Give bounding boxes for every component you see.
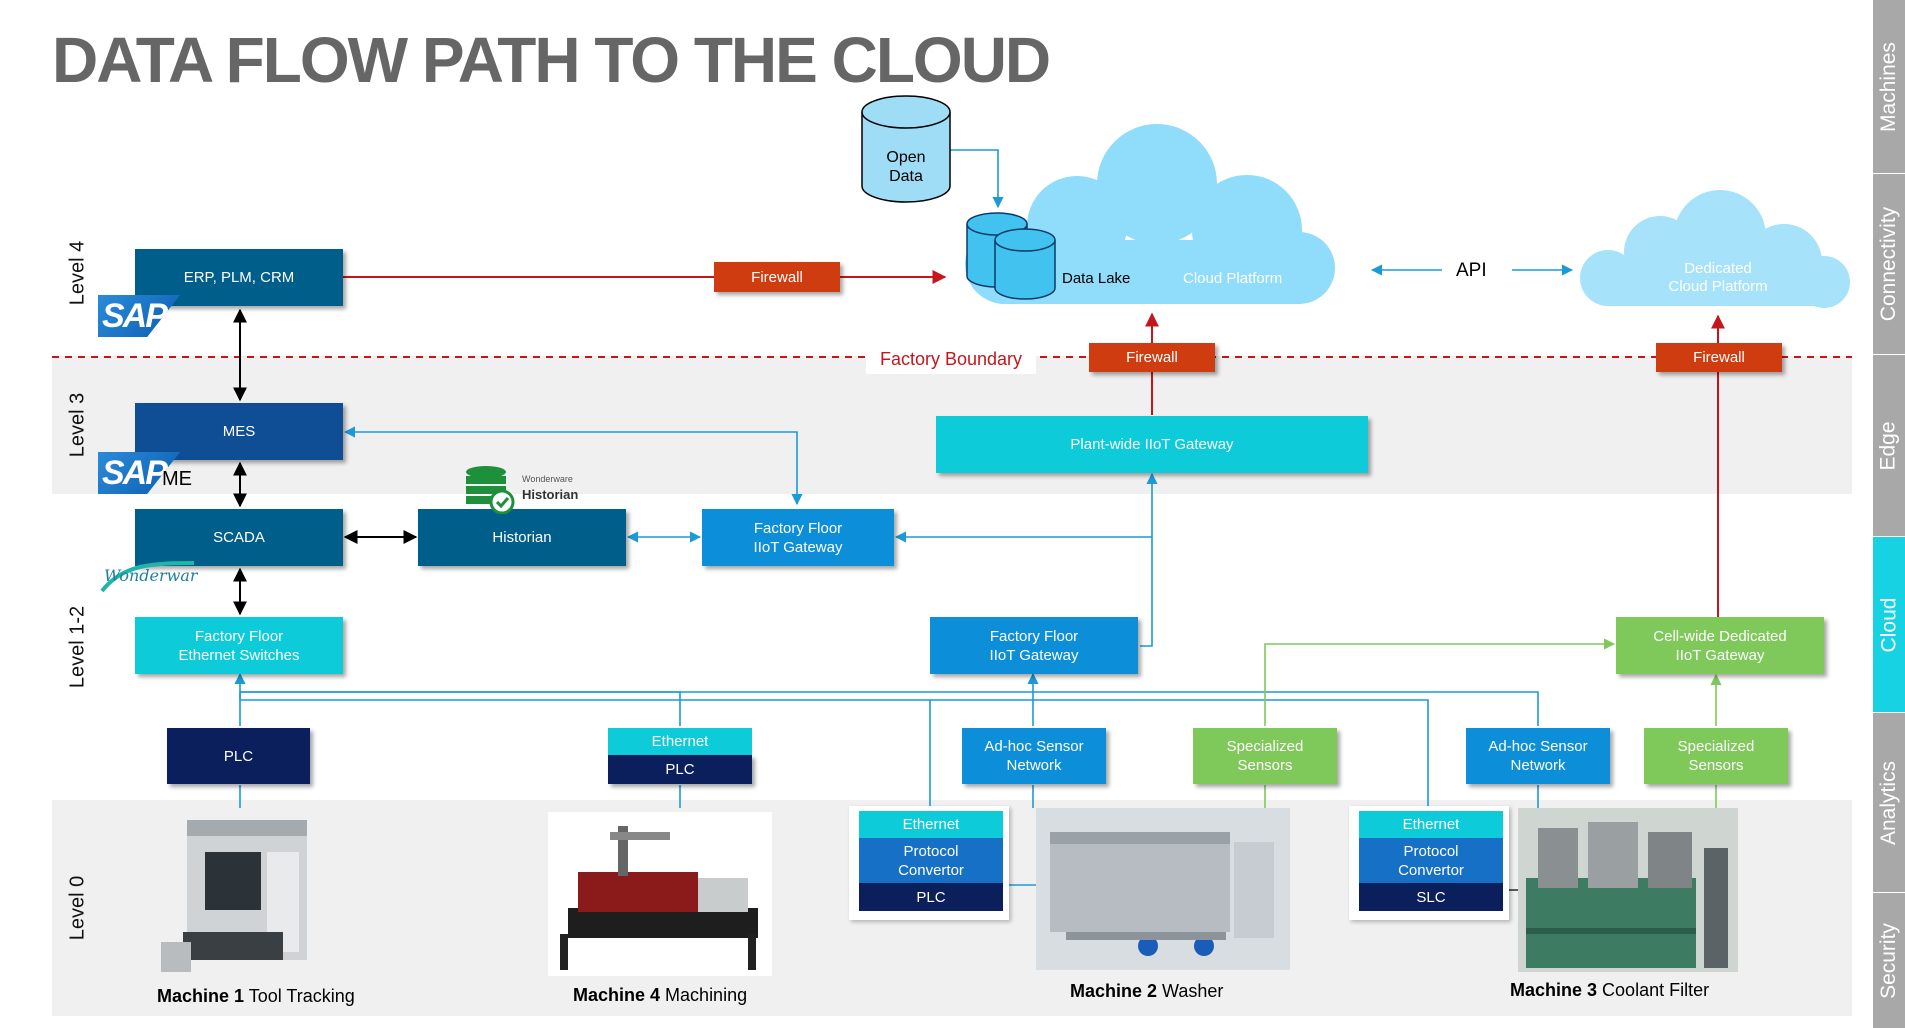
machine1-desc: Tool Tracking [248,986,355,1006]
historian-product-label: Historian [522,487,579,502]
machine3-image [1518,808,1738,972]
side-tab-security[interactable]: Security [1873,893,1905,1028]
factory-boundary-label: Factory Boundary [866,344,1036,374]
link-bus-m4 [240,691,681,726]
factory-floor-gateway-mid[interactable]: Factory Floor IIoT Gateway [930,617,1138,674]
plant-wide-gateway[interactable]: Plant-wide IIoT Gateway [936,416,1368,473]
machine4-caption: Machine 4 Machining [573,985,747,1006]
machine1-caption: Machine 1 Tool Tracking [157,986,355,1007]
specialized-sensors-1[interactable]: Specialized Sensors [1193,728,1337,784]
cloud-platform-label: Cloud Platform [1183,270,1283,287]
ethernet-switches-box[interactable]: Factory Floor Ethernet Switches [135,617,343,674]
scada-box[interactable]: SCADA [135,509,343,566]
sap-me-label: ME [162,468,192,490]
machine1-image [161,820,307,972]
machine4-name: Machine 4 [573,985,661,1005]
ethernet-machine3[interactable]: Ethernet [1359,811,1503,838]
wonderware-logo: Wonderware [100,561,198,593]
machine2-name: Machine 2 [1070,981,1158,1001]
machine3-caption: Machine 3 Coolant Filter [1510,980,1709,1001]
dedicated-cloud-shape [1580,190,1850,308]
adhoc-network-2[interactable]: Ad-hoc Sensor Network [1466,728,1610,784]
machine2-image [1036,808,1290,970]
cell-wide-gateway[interactable]: Cell-wide Dedicated IIoT Gateway [1616,617,1824,674]
page-title: DATA FLOW PATH TO THE CLOUD [52,24,1051,96]
machine3-desc: Coolant Filter [1602,980,1710,1000]
specialized-sensors-2[interactable]: Specialized Sensors [1644,728,1788,784]
machine1-name: Machine 1 [157,986,245,1006]
plc-machine1[interactable]: PLC [167,728,310,784]
side-tab-connectivity[interactable]: Connectivity [1873,174,1905,354]
ethernet-machine4[interactable]: Ethernet [608,728,752,755]
open-data-label: Open Data [886,149,926,185]
link-ff-gw-plant-gw [1140,472,1158,647]
protocol-convertor-m3[interactable]: Protocol Convertor [1359,838,1503,883]
open-data-cylinder [861,95,951,203]
adhoc-network-1[interactable]: Ad-hoc Sensor Network [962,728,1106,784]
link-bus-adhoc2 [240,691,1539,726]
firewall-erp[interactable]: Firewall [714,262,840,292]
machine2-desc: Washer [1162,981,1224,1001]
side-tab-edge[interactable]: Edge [1873,355,1905,536]
api-label: API [1456,260,1487,281]
machine2-caption: Machine 2 Washer [1070,981,1223,1002]
side-tab-machines[interactable]: Machines [1873,0,1905,173]
factory-floor-gateway-left[interactable]: Factory Floor IIoT Gateway [702,509,894,566]
side-tab-cloud[interactable]: Cloud [1873,537,1905,712]
machine4-image [548,812,772,976]
machine3-name: Machine 3 [1510,980,1598,1000]
firewall-cell[interactable]: Firewall [1656,343,1782,372]
link-mes-gw [343,426,803,506]
ethernet-machine2[interactable]: Ethernet [859,811,1003,838]
machine4-desc: Machining [665,985,748,1005]
historian-brand-label: Wonderware [522,474,573,484]
plc-machine4[interactable]: PLC [608,755,752,784]
side-tab-analytics[interactable]: Analytics [1873,713,1905,892]
link-spec1-cell-gw [1264,638,1616,726]
historian-database-icon [466,466,515,514]
link-bus-m2 [239,692,931,810]
firewall-plant[interactable]: Firewall [1089,343,1215,372]
protocol-convertor-m2[interactable]: Protocol Convertor [859,838,1003,883]
slc-machine3[interactable]: SLC [1359,883,1503,911]
mes-box[interactable]: MES [135,403,343,460]
link-open-data-lake [948,149,1004,209]
svg-text:Wonderware: Wonderware [104,566,198,585]
historian-box[interactable]: Historian [418,509,626,566]
link-bus-m3 [930,699,1429,810]
data-lake-label: Data Lake [1062,270,1131,287]
plc-machine2[interactable]: PLC [859,883,1003,911]
data-lake-icon [966,212,1056,300]
dedicated-cloud-label: Dedicated Cloud Platform [1668,260,1768,295]
